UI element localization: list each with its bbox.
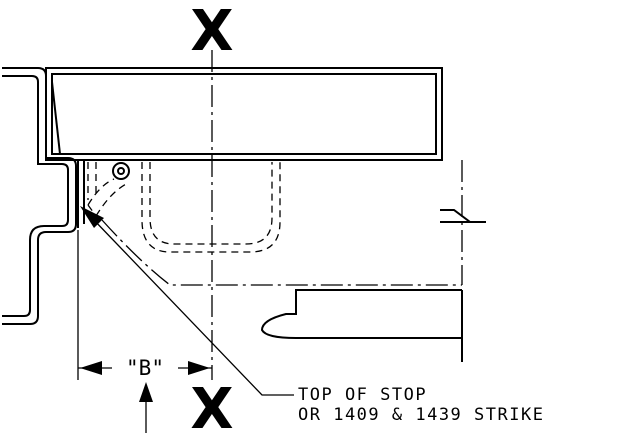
door-panel — [45, 67, 443, 161]
leader-arrowhead — [80, 206, 104, 228]
strike-plate — [260, 289, 463, 362]
break-line — [440, 209, 473, 223]
note-leader — [80, 206, 294, 396]
dim-arrow-left — [80, 361, 102, 375]
stop-plate — [77, 160, 85, 228]
dimension-b: "B" — [77, 230, 212, 380]
hidden-strike-pocket-inner — [149, 162, 273, 245]
pointer-arrow-up — [139, 382, 153, 433]
hidden-strike-pocket — [141, 162, 281, 253]
section-mark-top: X — [190, 0, 233, 64]
section-mark-bottom: X — [190, 377, 233, 433]
note-line-2: OR 1409 & 1439 STRIKE — [298, 405, 544, 425]
hidden-strike-body — [101, 219, 462, 286]
note-line-1: TOP OF STOP — [298, 385, 427, 405]
pivot-circle — [110, 159, 132, 180]
hidden-lever — [87, 162, 127, 217]
frame-profile — [2, 67, 77, 325]
dimension-label: "B" — [126, 356, 164, 380]
dim-arrow-right — [188, 361, 210, 375]
